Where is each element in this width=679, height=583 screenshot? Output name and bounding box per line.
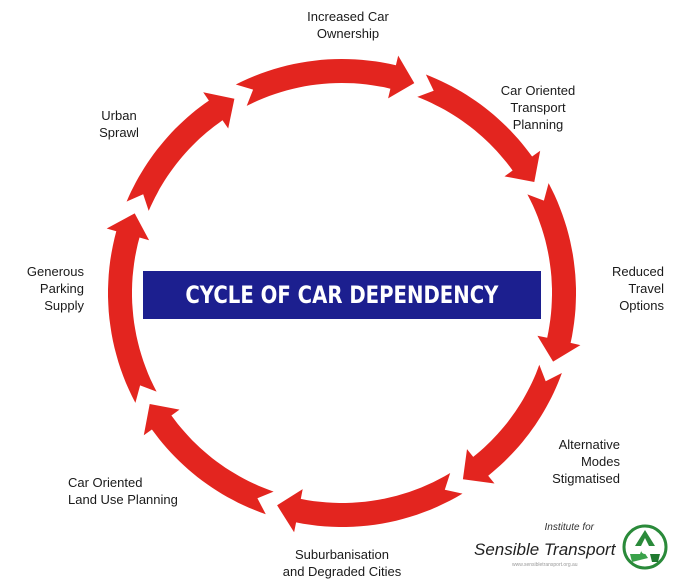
stage-label-suburbanisation-degraded-cities: Suburbanisation and Degraded Cities	[282, 547, 402, 579]
cycle-arrow-car-oriented-land-use-planning	[143, 404, 274, 515]
cycle-arrow-reduced-travel-options	[527, 183, 581, 362]
stage-label-car-oriented-land-use-planning: Car Oriented Land Use Planning	[68, 475, 178, 507]
logo-line-sensible-transport: Sensible Transport	[474, 540, 616, 559]
stage-label-urban-sprawl: Urban Sprawl	[99, 108, 139, 140]
cycle-arrow-generous-parking-supply	[106, 213, 157, 403]
cycle-arrow-car-oriented-transport-planning	[417, 74, 541, 182]
stage-label-generous-parking-supply: Generous Parking Supply	[26, 264, 84, 313]
stage-label-car-oriented-transport-planning: Car Oriented Transport Planning	[500, 83, 576, 132]
cycle-arrow-suburbanisation-degraded-cities	[277, 473, 463, 533]
recycle-leaf-icon	[622, 524, 668, 570]
title-banner: CYCLE OF CAR DEPENDENCY	[143, 271, 541, 319]
logo-line-institute-for: Institute for	[544, 522, 594, 533]
stage-label-alternative-modes-stigmatised: Alternative Modes Stigmatised	[552, 437, 620, 486]
cycle-arrow-increased-car-ownership	[235, 55, 415, 106]
institute-logo: Institute for Sensible Transport www.sen…	[474, 518, 679, 583]
stage-label-increased-car-ownership: Increased Car Ownership	[307, 9, 389, 41]
cycle-arrow-urban-sprawl	[126, 92, 235, 211]
stage-label-reduced-travel-options: Reduced Travel Options	[611, 264, 664, 313]
diagram-title: CYCLE OF CAR DEPENDENCY	[185, 281, 499, 309]
cycle-arrow-alternative-modes-stigmatised	[462, 364, 562, 484]
logo-url: www.sensibletransport.org.au	[512, 562, 578, 568]
